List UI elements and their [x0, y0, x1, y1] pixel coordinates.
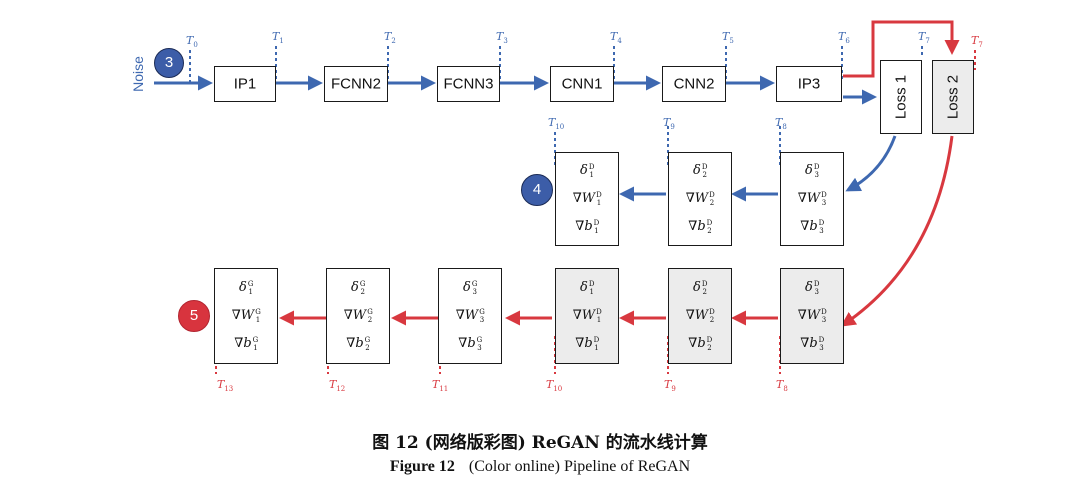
- gradient-box-d3: δD3 ∇WD3 ∇bD3: [780, 152, 844, 246]
- gradient-box-bottom-d2: δD2 ∇WD2 ∇bD2: [668, 268, 732, 364]
- loss1-box: Loss 1: [880, 60, 922, 134]
- loss1-to-discriminator-arrow: [845, 135, 897, 192]
- time-marker: T7: [971, 34, 983, 50]
- step-badge-5: 5: [178, 300, 210, 332]
- layer-box-fcnn3: FCNN3: [437, 66, 500, 102]
- caption-text: (Color online) Pipeline of ReGAN: [468, 458, 691, 475]
- layer-label: IP3: [797, 75, 821, 93]
- figure-label: Figure 12: [389, 458, 455, 475]
- gradient-box-g2: δG2 ∇WG2 ∇bG2: [326, 268, 390, 364]
- time-marker: T10: [548, 116, 565, 132]
- ip3-to-loss2-arrow: [843, 20, 960, 78]
- time-marker: T9: [664, 378, 676, 394]
- layer-box-cnn2: CNN2: [662, 66, 726, 102]
- gradient-box-bottom-d1: δD1 ∇WD1 ∇bD1: [555, 268, 619, 364]
- layer-box-ip1: IP1: [214, 66, 276, 102]
- gradient-text: δD2 ∇WD2 ∇bD2: [685, 280, 715, 352]
- caption-english: Figure 12 (Color online) Pipeline of ReGA…: [0, 458, 1080, 476]
- time-marker: T0: [186, 34, 198, 50]
- loss1-label: Loss 1: [892, 74, 910, 120]
- gradient-box-d1: δD1 ∇WD1 ∇bD1: [555, 152, 619, 246]
- gradient-box-g1: δG1 ∇WG1 ∇bG1: [214, 268, 278, 364]
- caption-chinese: 图 12 (网络版彩图) ReGAN 的流水线计算: [372, 433, 708, 453]
- time-marker: T7: [918, 30, 930, 46]
- time-marker: T8: [775, 116, 787, 132]
- gradient-box-d2: δD2 ∇WD2 ∇bD2: [668, 152, 732, 246]
- layer-label: IP1: [233, 75, 257, 93]
- gradient-text: δG3 ∇WG3 ∇bG3: [455, 280, 485, 352]
- gradient-text: δD3 ∇WD3 ∇bD3: [797, 280, 827, 352]
- layer-box-fcnn2: FCNN2: [324, 66, 388, 102]
- loss2-label: Loss 2: [944, 74, 962, 120]
- step-badge-3: 3: [154, 48, 184, 78]
- time-marker: T1: [272, 30, 284, 46]
- time-marker: T3: [496, 30, 508, 46]
- gradient-text: δG2 ∇WG2 ∇bG2: [343, 280, 373, 352]
- gradient-text: δD3 ∇WD3 ∇bD3: [797, 163, 827, 235]
- layer-label: CNN1: [561, 75, 603, 93]
- layer-box-cnn1: CNN1: [550, 66, 614, 102]
- gradient-box-bottom-d3: δD3 ∇WD3 ∇bD3: [780, 268, 844, 364]
- time-marker: T2: [384, 30, 396, 46]
- layer-label: FCNN3: [443, 75, 494, 93]
- gradient-text: δD1 ∇WD1 ∇bD1: [572, 163, 602, 235]
- layer-label: FCNN2: [330, 75, 381, 93]
- gradient-box-g3: δG3 ∇WG3 ∇bG3: [438, 268, 502, 364]
- time-marker: T9: [663, 116, 675, 132]
- gradient-text: δD1 ∇WD1 ∇bD1: [572, 280, 602, 352]
- layer-box-ip3: IP3: [776, 66, 842, 102]
- time-marker: T6: [838, 30, 850, 46]
- loss2-to-bottom-arrow: [840, 135, 954, 327]
- time-marker: T12: [329, 378, 346, 394]
- time-marker: T13: [217, 378, 234, 394]
- gradient-text: δG1 ∇WG1 ∇bG1: [231, 280, 261, 352]
- gradient-text: δD2 ∇WD2 ∇bD2: [685, 163, 715, 235]
- layer-label: CNN2: [673, 75, 715, 93]
- time-marker: T5: [722, 30, 734, 46]
- step-badge-4: 4: [521, 174, 553, 206]
- time-marker: T10: [546, 378, 563, 394]
- time-marker: T8: [776, 378, 788, 394]
- loss2-box: Loss 2: [932, 60, 974, 134]
- time-marker: T11: [432, 378, 449, 394]
- noise-label: Noise: [130, 56, 146, 92]
- time-marker: T4: [610, 30, 622, 46]
